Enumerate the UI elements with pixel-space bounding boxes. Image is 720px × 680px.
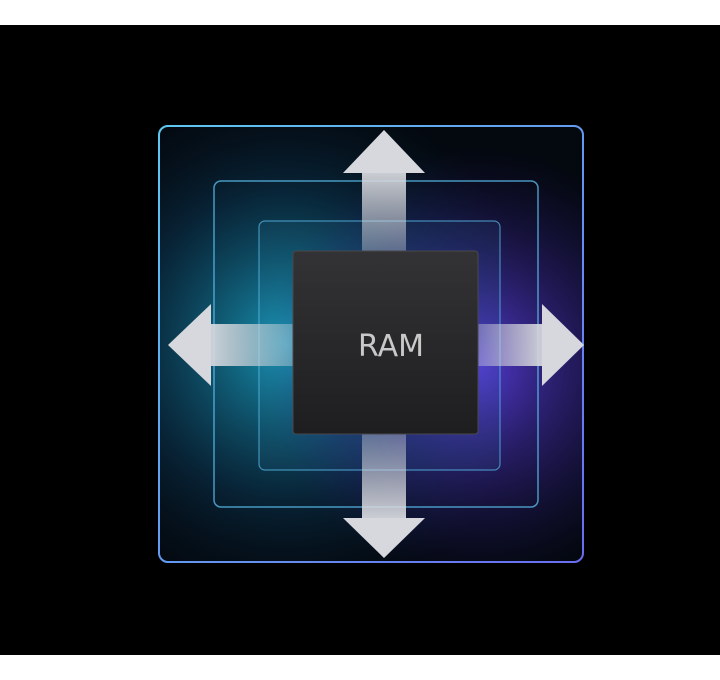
- ram-chip-label: RAM: [358, 329, 424, 364]
- arrow-right-icon: [478, 304, 584, 386]
- ram-chip: RAM: [292, 250, 479, 435]
- arrow-down-icon: [343, 433, 425, 558]
- arrow-left-icon: [168, 304, 294, 386]
- arrow-up-icon: [343, 130, 425, 252]
